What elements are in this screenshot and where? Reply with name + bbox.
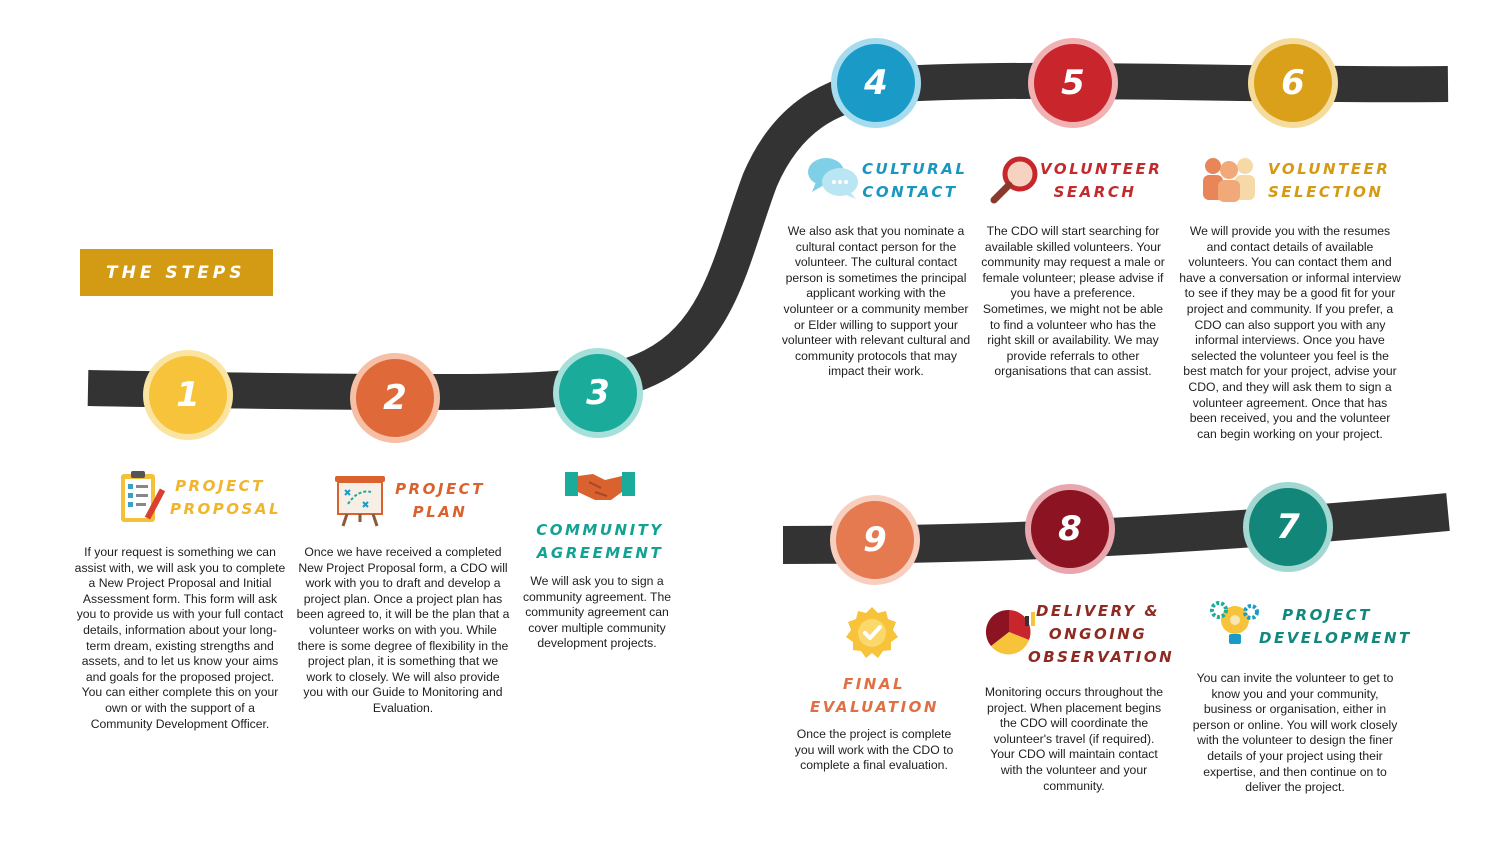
step-5-title: VOLUNTEER SEARCH [1040, 160, 1163, 201]
step-2-title: PROJECT PLAN [395, 480, 485, 521]
step-7-title: PROJECT DEVELOPMENT [1259, 606, 1412, 647]
step-1-badge: 1 [143, 350, 233, 440]
step-4-number: 4 [864, 63, 888, 103]
lightbulb-gears-icon [1210, 601, 1259, 644]
step-3-number: 3 [586, 373, 610, 413]
step-7-description: You can invite the volunteer to get to k… [1192, 671, 1398, 795]
step-3-description: We will ask you to sign a community agre… [522, 574, 672, 651]
step-2-description: Once we have received a completed New Pr… [296, 545, 510, 715]
step-6-description: We will provide you with the resumes and… [1179, 224, 1401, 441]
pie-chart-icon [985, 609, 1035, 655]
handshake-icon [565, 472, 635, 500]
step-7-badge: 7 [1243, 482, 1333, 572]
step-8-title: DELIVERY & ONGOING OBSERVATION [1028, 602, 1175, 666]
step-1-number: 1 [176, 375, 200, 415]
step-4-title: CULTURAL CONTACT [862, 160, 968, 201]
step-6-badge: 6 [1248, 38, 1338, 128]
step-8-number: 8 [1058, 509, 1082, 549]
step-3-badge: 3 [553, 348, 643, 438]
step-1-description: If your request is something we can assi… [74, 545, 286, 731]
step-2-badge: 2 [350, 353, 440, 443]
step-1-title: PROJECT PROPOSAL [170, 477, 282, 518]
clipboard-checklist-icon [121, 471, 166, 522]
banner-label: THE STEPS [106, 262, 246, 283]
step-9-description: Once the project is complete you will wo… [794, 727, 954, 773]
step-9-number: 9 [863, 520, 887, 560]
step-4-description: We also ask that you nominate a cultural… [781, 224, 971, 379]
step-7-number: 7 [1276, 507, 1300, 547]
step-3-title: COMMUNITY AGREEMENT [536, 521, 664, 562]
step-9-title: FINAL EVALUATION [810, 675, 939, 716]
step-5-number: 5 [1061, 63, 1085, 103]
step-2-number: 2 [383, 378, 407, 418]
step-8-description: Monitoring occurs throughout the project… [984, 685, 1164, 793]
people-group-icon [1203, 158, 1255, 202]
strategy-board-icon [335, 476, 385, 527]
step-8-badge: 8 [1025, 484, 1115, 574]
step-5-description: The CDO will start searching for availab… [981, 224, 1165, 379]
chat-bubbles-icon [808, 158, 858, 199]
magnifier-icon [990, 156, 1038, 204]
step-5-badge: 5 [1028, 38, 1118, 128]
step-6-number: 6 [1281, 63, 1305, 103]
the-steps-banner: THE STEPS [80, 249, 273, 296]
check-seal-icon [846, 607, 898, 658]
step-6-title: VOLUNTEER SELECTION [1268, 160, 1391, 201]
step-4-badge: 4 [831, 38, 921, 128]
step-9-badge: 9 [830, 495, 920, 585]
